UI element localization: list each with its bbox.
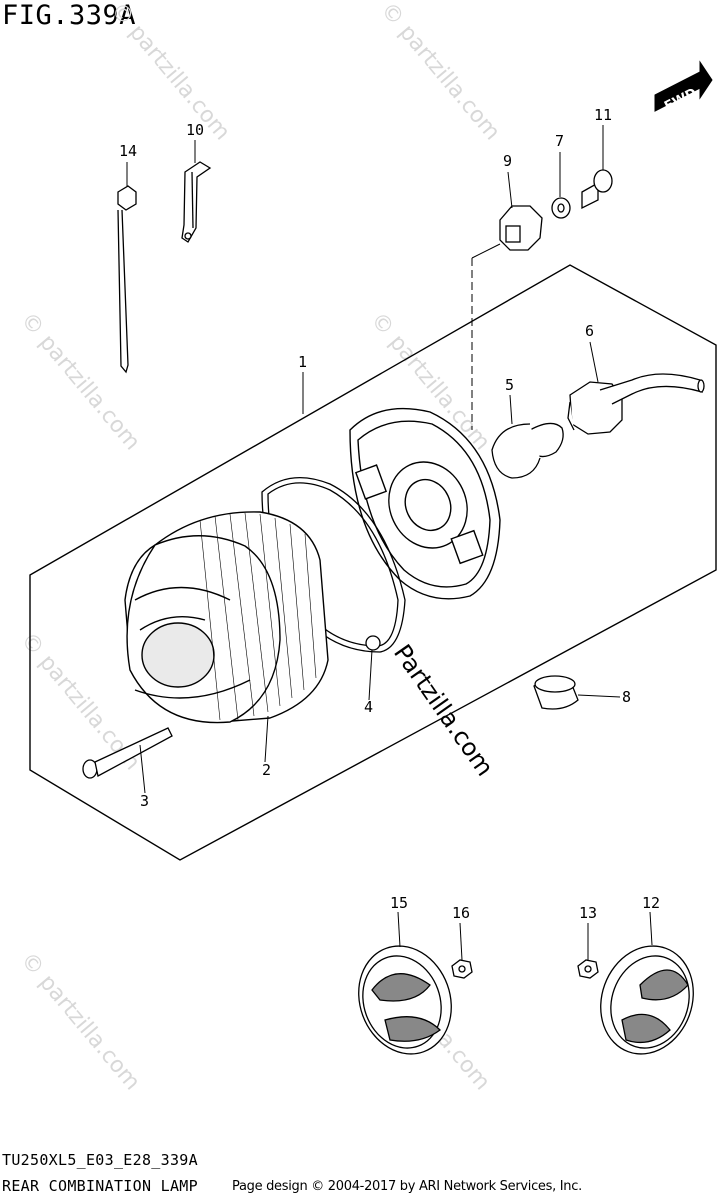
callout-labels: 14 10 9 7 11 6 5 1 2 4 3 8 15 16 13 12	[119, 106, 660, 922]
housing-ribs	[199, 512, 317, 721]
callout-label: 1	[298, 353, 307, 371]
callout-label: 4	[364, 698, 373, 716]
diagram-name: REAR COMBINATION LAMP	[2, 1177, 198, 1195]
watermark-center: Partzilla.com	[388, 639, 499, 781]
callout-label: 14	[119, 142, 137, 160]
grommet-part	[533, 675, 579, 710]
cable-tie-part	[117, 185, 137, 374]
callout-label: 10	[186, 121, 204, 139]
reflector-left-part	[358, 945, 452, 1055]
callout-label: 16	[452, 904, 470, 922]
callout-label: 8	[622, 688, 631, 706]
assembly-outline	[29, 264, 717, 861]
watermark-text: © partzilla.com	[105, 0, 234, 145]
nut-right-part	[577, 959, 599, 979]
callout-label: 5	[505, 376, 514, 394]
callout-label: 12	[642, 894, 660, 912]
callout-label: 13	[579, 904, 597, 922]
washer-part	[551, 197, 571, 219]
watermark-text: © partzilla.com	[15, 948, 144, 1095]
figure-title: FIG.339A	[2, 0, 137, 31]
nut-left-part	[451, 959, 473, 979]
guide-line	[471, 243, 501, 259]
leader-lines	[126, 125, 653, 961]
clamp-part	[181, 161, 212, 243]
watermark-text: © partzilla.com	[375, 0, 504, 145]
callout-label: 7	[555, 132, 564, 150]
callout-label: 3	[140, 792, 149, 810]
callout-label: 6	[585, 322, 594, 340]
callout-label: 2	[262, 761, 271, 779]
screw-part	[581, 169, 613, 210]
callout-label: 9	[503, 152, 512, 170]
reflector-right-part	[600, 945, 694, 1055]
callout-label: 11	[594, 106, 612, 124]
long-screw-part	[82, 727, 173, 779]
fwd-arrow-icon: FWD	[654, 60, 713, 114]
socket-part	[567, 373, 705, 435]
callout-label: 15	[390, 894, 408, 912]
copyright-notice: Page design © 2004-2017 by ARI Network S…	[232, 1179, 582, 1194]
bulb-part	[491, 422, 564, 479]
model-code: TU250XL5_E03_E28_339A	[2, 1151, 198, 1169]
lens-housing-part	[124, 511, 329, 724]
socket-holder-part	[499, 205, 543, 251]
